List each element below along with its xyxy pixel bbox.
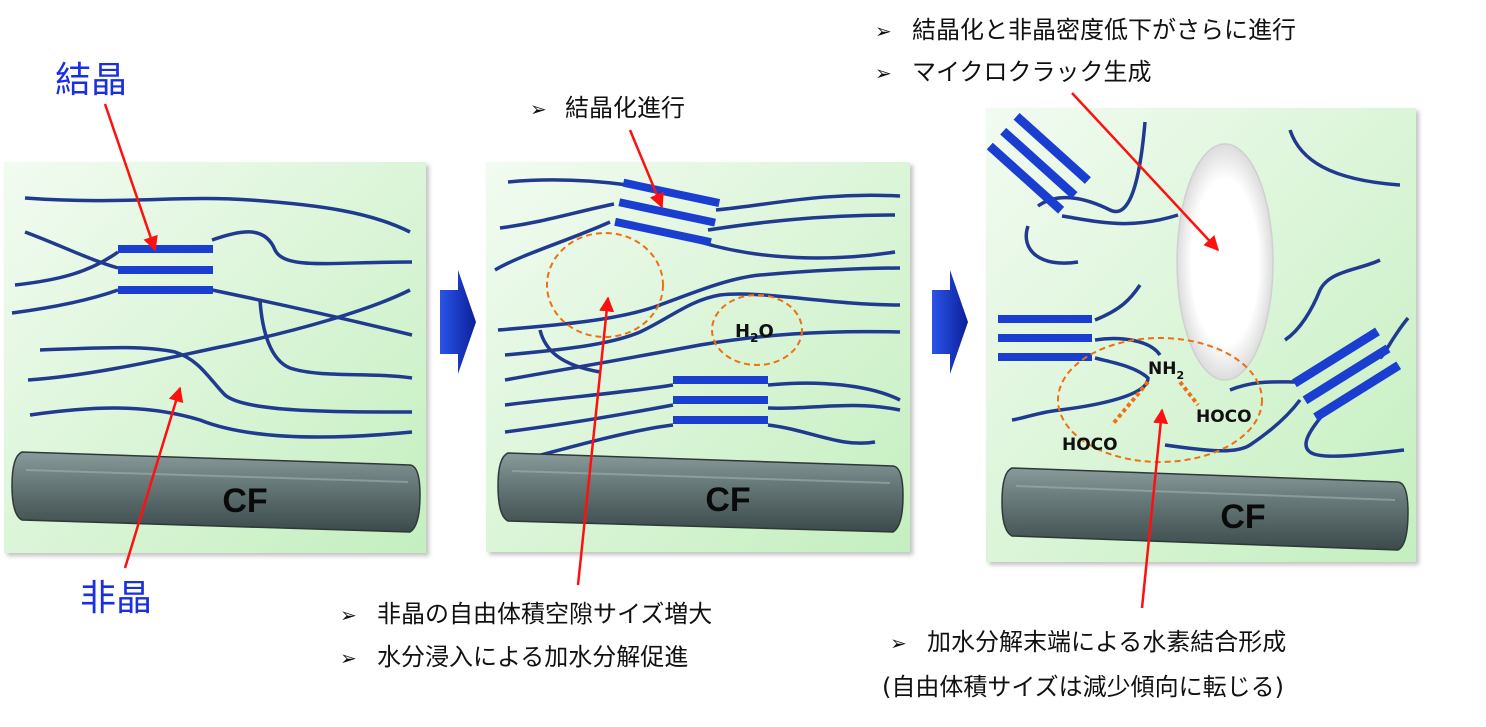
crystal-lamella [673,396,768,404]
panel-3-note-crystallization-density: 結晶化と非晶密度低下がさらに進行 [912,16,1296,44]
crystal-lamella [986,142,1065,214]
crystal-lamella [998,334,1092,342]
crystal-lamella [673,416,768,424]
bullet-marker: ➢ [875,19,892,43]
carbon-fiber-2: CF [497,452,904,533]
free-volume-void [546,232,664,338]
panel-3-crystal-stack-left [998,315,1092,361]
hydrogen-bond-region [1057,337,1263,463]
flow-arrow-2 [932,270,968,374]
crystal-lamella [118,286,213,294]
crystal-lamella [1313,361,1402,422]
panel-2-crystal-stack-lower [673,376,768,424]
hydrogen-bond-pointer-arrow [1140,408,1169,609]
hoco-label-left: HOCO [1062,435,1118,455]
hydrogen-bond [1110,380,1150,427]
crystal-lamella [673,376,768,384]
bullet-marker: ➢ [340,646,357,670]
bullet-marker: ➢ [530,97,547,121]
panel-2-note-hydrolysis: 水分浸入による加水分解促進 [377,643,688,671]
panel-3-crystal-stack-right [1291,327,1402,422]
void-pointer-arrow [576,296,615,586]
crystal-lamella [118,266,213,274]
water-void [711,294,803,366]
bullet-marker: ➢ [890,631,907,655]
crystal-lamella [118,245,213,253]
crystal-lamella [622,178,721,207]
crystallization-pointer-arrow [628,129,664,209]
panel-2-note-crystallization: 結晶化進行 [565,94,685,122]
crystal-label: 結晶 [55,60,127,101]
cf-label: CF [705,481,750,519]
panel-1-chains [11,196,413,439]
microcrack [1176,143,1274,381]
cf-label: CF [1220,498,1265,536]
crystal-lamella [614,217,712,247]
crystal-pointer-arrow [103,103,158,252]
nh2-label: NH2 [1148,359,1184,382]
crystal-lamella [1000,127,1078,199]
panel-crystallization: H2O CF [486,162,910,552]
cf-label: CF [222,482,267,520]
panel-2-crystal-stack-upper [614,178,721,247]
crystal-lamella [1291,327,1380,388]
amorphous-pointer-arrow [123,386,184,569]
hoco-label-right: HOCO [1196,407,1252,427]
bullet-marker: ➢ [875,61,892,85]
crystal-lamella [1013,112,1091,184]
crystal-lamella [998,315,1092,323]
crystal-lamella [998,353,1092,361]
panel-1-crystal-stack [118,245,213,294]
panel-3-note-hydrogen-bonding: 加水分解末端による水素結合形成 [927,628,1286,656]
amorphous-label: 非晶 [80,578,152,619]
panel-2-note-free-volume: 非晶の自由体積空隙サイズ増大 [377,600,712,628]
carbon-fiber-3: CF [1001,467,1409,551]
flow-arrow-1 [440,270,476,374]
crystal-lamella [1302,344,1391,405]
bullet-marker: ➢ [340,603,357,627]
carbon-fiber-1: CF [11,451,421,533]
panel-initial: CF [4,162,426,553]
microcrack-pointer-arrow [1071,92,1220,252]
panel-degradation: NH2 HOCO HOCO CF [986,108,1416,562]
panel-2-chains [494,178,901,464]
panel-3-crystal-stack-top [986,112,1091,214]
panel-3-note-free-volume-decrease: (自由体積サイズは減少傾向に転じる) [882,673,1284,701]
crystal-lamella [618,198,716,227]
panel-3-note-microcrack: マイクロクラック生成 [912,58,1152,86]
hydrogen-bond [1178,380,1200,407]
h2o-label: H2O [735,321,774,345]
panel-3-chains [1011,121,1410,458]
